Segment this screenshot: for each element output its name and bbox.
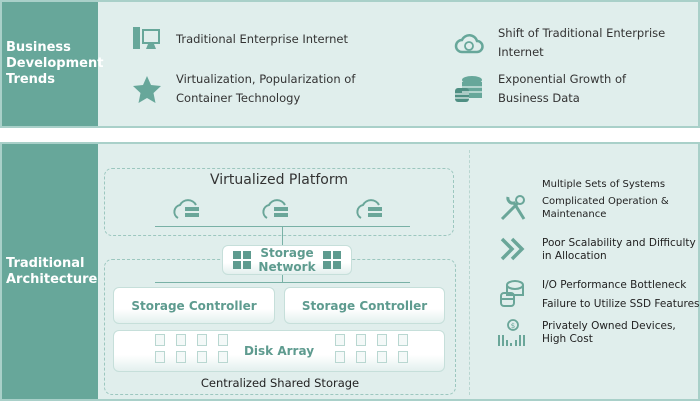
switch-icon: [323, 251, 341, 269]
double-chevron-icon: [500, 237, 525, 261]
disk-slot: [335, 334, 345, 346]
disk-slot: [218, 334, 228, 346]
storage-controller: Storage Controller: [113, 287, 275, 324]
issue-text: Multiple Sets of Systems: [542, 179, 666, 190]
disk-slot: [356, 351, 366, 363]
disk-array: Disk Array: [113, 330, 445, 372]
disk-slot: [356, 334, 366, 346]
disk-slot: [377, 351, 387, 363]
disk-slot: [335, 351, 345, 363]
centralized-storage-label: Centralized Shared Storage: [200, 376, 360, 390]
disk-slot: [197, 351, 207, 363]
disk-slot: [398, 334, 408, 346]
connector-line: [282, 226, 283, 246]
trend-text: Exponential Growth of Business Data: [498, 72, 627, 105]
disk-slot: [155, 334, 165, 346]
cost-chart-icon: $: [498, 319, 525, 346]
trend-item: Traditional Enterprise Internet: [132, 24, 452, 54]
virtualized-platform-title: Virtualized Platform: [210, 172, 348, 188]
trend-text: Shift of Traditional Enterprise Internet: [498, 26, 666, 59]
issue-text: Failure to Utilize SSD Features: [542, 298, 700, 310]
issue-text: I/O Performance Bottleneck: [542, 279, 687, 291]
svg-text:$: $: [511, 322, 515, 330]
disk-slot: [176, 351, 186, 363]
tools-icon: [500, 195, 526, 221]
connector-line: [155, 282, 410, 283]
storage-network-label: Storage Network: [258, 246, 316, 274]
divider: [469, 150, 470, 395]
trend-text: Traditional Enterprise Internet: [176, 31, 349, 46]
cloud-server-icon: [173, 199, 199, 219]
business-trends-panel: Business Development Trends Traditional …: [0, 0, 700, 128]
cloud-sync-icon: [454, 34, 484, 54]
cloud-server-icon: [356, 199, 382, 219]
storage-network: Storage Network: [222, 245, 352, 275]
disk-array-label: Disk Array: [243, 344, 315, 358]
disk-slot: [218, 351, 228, 363]
virtualized-platform-box: [104, 168, 454, 236]
connector-line: [282, 275, 283, 282]
trend-item: Shift of Traditional Enterprise Internet: [454, 24, 694, 62]
storage-stack-icon: [500, 280, 524, 307]
database-icon: [455, 76, 482, 102]
business-trends-label: Business Development Trends: [2, 2, 103, 126]
issue-text: Poor Scalability and Difficulty in Alloc…: [542, 237, 696, 262]
cloud-server-icon: [262, 199, 288, 219]
issue-text: Privately Owned Devices, High Cost: [542, 320, 676, 345]
switch-icon: [233, 251, 251, 269]
storage-controller: Storage Controller: [284, 287, 445, 324]
issue-text: Complicated Operation & Maintenance: [542, 196, 669, 220]
star-icon: [133, 76, 161, 103]
trend-text: Virtualization, Popularization of Contai…: [176, 72, 356, 105]
trend-item: Virtualization, Popularization of Contai…: [132, 70, 452, 108]
disk-slot: [377, 334, 387, 346]
centralized-storage-box: [104, 259, 456, 395]
computer-icon: [133, 27, 160, 49]
disk-slot: [197, 334, 207, 346]
traditional-architecture-label: Traditional Architecture: [2, 144, 98, 399]
disk-slot: [398, 351, 408, 363]
cloud-server-icons: [173, 199, 382, 219]
disk-slot: [176, 334, 186, 346]
disk-slot: [155, 351, 165, 363]
trend-item: Exponential Growth of Business Data: [454, 70, 694, 108]
